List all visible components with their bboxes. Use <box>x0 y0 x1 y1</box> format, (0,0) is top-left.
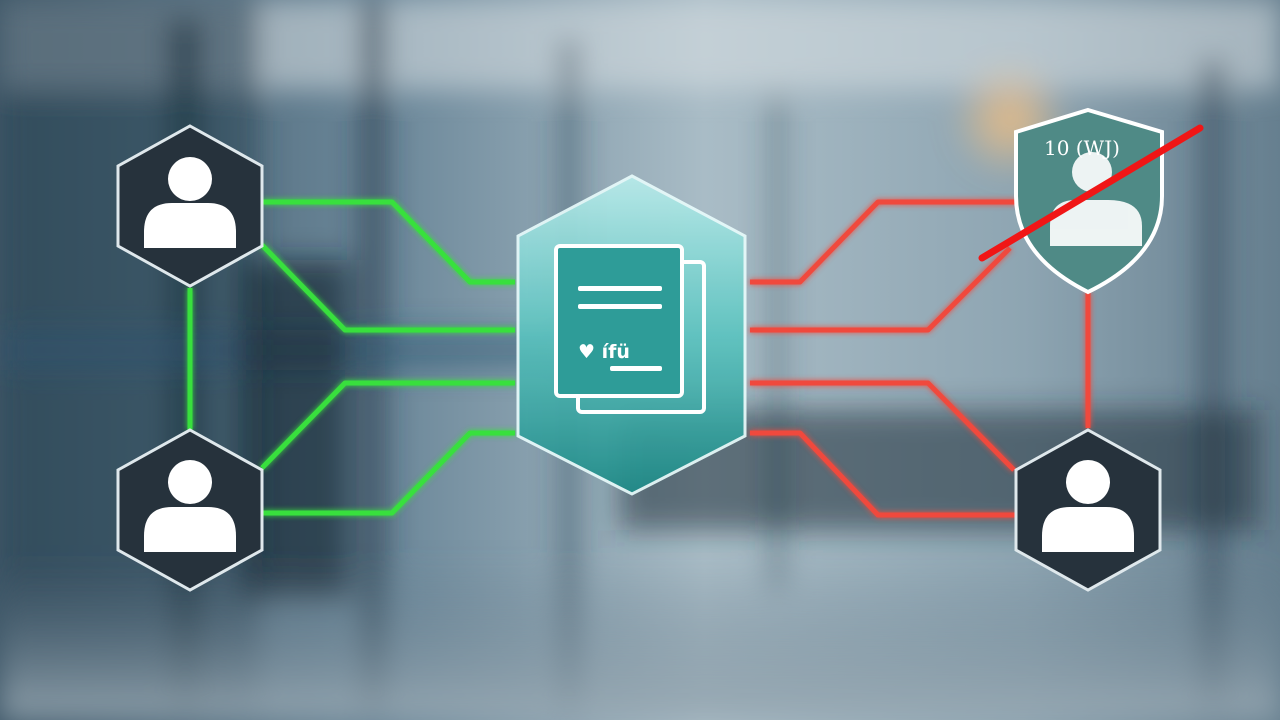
broken-link <box>750 430 1016 518</box>
trusted-link <box>260 243 515 333</box>
broken-link <box>750 380 1016 472</box>
shield-label: 10 (WJ) <box>1044 136 1120 160</box>
user-node-bottom-right <box>1014 428 1162 592</box>
trusted-link <box>260 380 515 470</box>
shield-node: 10 (WJ) <box>978 107 1204 295</box>
user-node-top-left <box>116 124 264 288</box>
broken-link <box>750 246 1012 333</box>
broken-link <box>750 199 1018 285</box>
trusted-link <box>262 430 515 516</box>
user-icon <box>1042 460 1134 552</box>
user-node-bottom-left <box>116 428 264 592</box>
slash-mark <box>978 124 1204 262</box>
broken-links <box>750 199 1091 518</box>
document-signature-text: ♥ ífü <box>578 341 630 363</box>
shield-user-icon <box>1050 152 1142 246</box>
user-icon <box>144 460 236 552</box>
document-hub: ♥ ífü <box>516 174 747 496</box>
trusted-links <box>187 199 515 516</box>
document-icon: ♥ ífü <box>554 244 706 414</box>
trusted-link <box>262 199 515 285</box>
user-icon <box>144 157 236 248</box>
